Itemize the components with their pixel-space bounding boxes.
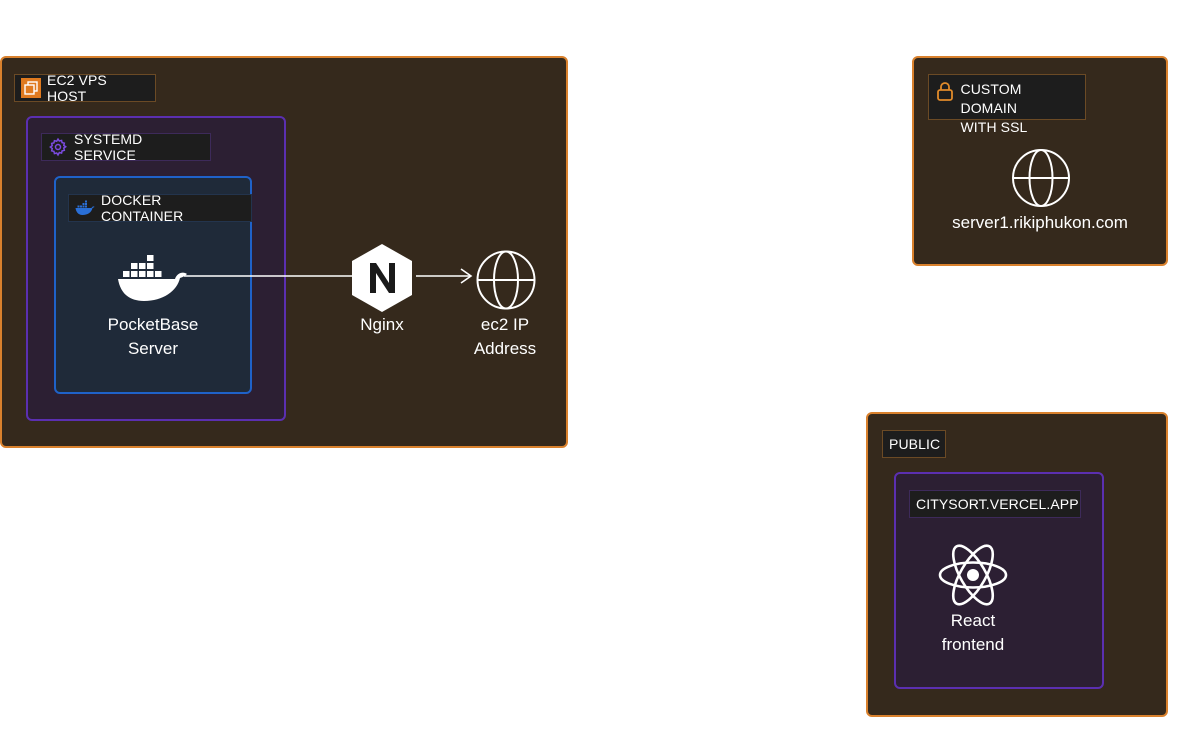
ec2-vps-host-label: EC2 VPS HOST: [47, 72, 107, 104]
docker-container-tag: DOCKER CONTAINER: [68, 192, 252, 224]
systemd-service-tag: SYSTEMD SERVICE: [41, 131, 211, 163]
docker-container-label: DOCKER CONTAINER: [101, 192, 184, 224]
citysort-vercel-tag: CITYSORT.VERCEL.APP: [909, 490, 1081, 518]
custom-domain-group: CUSTOM DOMAIN WITH SSL: [912, 56, 1168, 266]
ec2-ip-label-line1: ec2 IP: [480, 315, 530, 334]
react-label-line1: React: [950, 611, 996, 630]
citysort-vercel-label: CITYSORT.VERCEL.APP: [916, 496, 1079, 512]
custom-domain-tag: CUSTOM DOMAIN WITH SSL: [928, 74, 1086, 135]
ec2-vps-host-tag: EC2 VPS HOST: [14, 72, 156, 104]
custom-domain-label-line2: WITH SSL: [960, 119, 1028, 135]
lock-icon: [935, 81, 954, 101]
react-label: React frontend: [913, 609, 1033, 657]
pocketbase-label-line2: Server: [127, 339, 179, 358]
systemd-service-label: SYSTEMD SERVICE: [74, 131, 143, 163]
pocketbase-label-line1: PocketBase: [107, 315, 199, 334]
pocketbase-label: PocketBase Server: [83, 313, 223, 361]
citysort-vercel-group: CITYSORT.VERCEL.APP: [894, 472, 1104, 689]
nginx-label: Nginx: [360, 315, 404, 334]
edge-arrowhead: [460, 268, 473, 284]
gear-icon: [48, 137, 68, 157]
docker-whale-icon: [75, 198, 95, 218]
nginx-icon: [350, 243, 414, 313]
public-label: PUBLIC: [889, 436, 941, 452]
ec2-instances-icon: [21, 78, 41, 98]
ec2-ip-label-line2: Address: [473, 339, 537, 358]
react-label-line2: frontend: [941, 635, 1005, 654]
pocketbase-docker-icon: [117, 253, 189, 303]
domain-label: server1.rikiphukon.com: [952, 213, 1128, 232]
public-tag: PUBLIC: [882, 430, 946, 458]
react-icon: [937, 543, 1009, 607]
domain-globe-icon: [1011, 148, 1071, 208]
custom-domain-label-line1: CUSTOM DOMAIN: [960, 81, 1022, 116]
ec2-ip-globe-icon: [475, 250, 537, 310]
ec2-ip-label: ec2 IP Address: [445, 313, 565, 361]
